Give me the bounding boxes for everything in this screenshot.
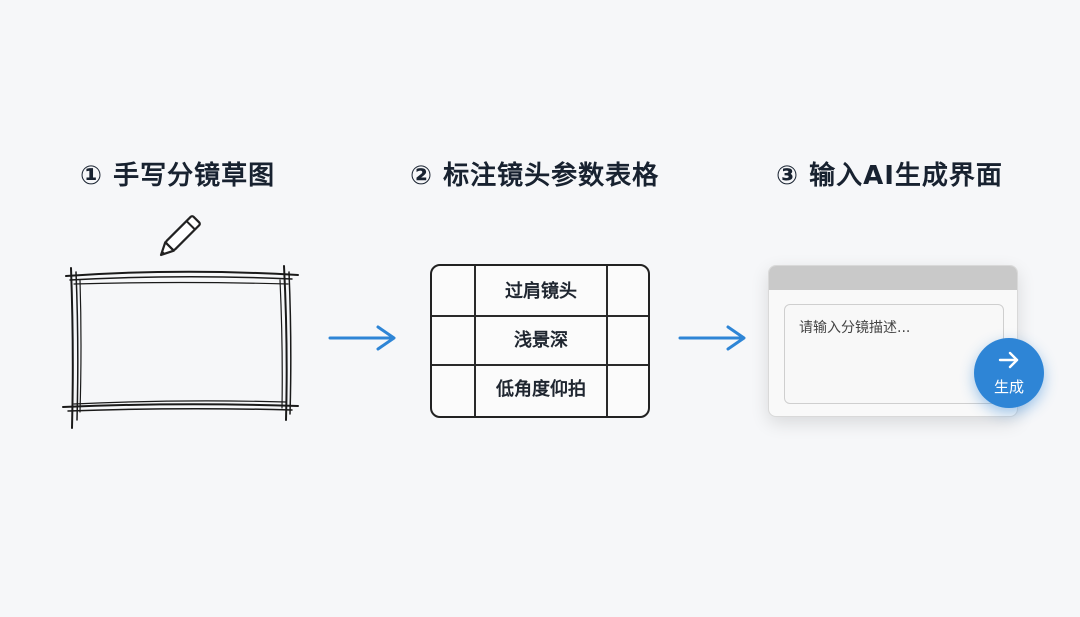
storyboard-description-input[interactable]: 请输入分镜描述... bbox=[784, 304, 1004, 404]
generate-button[interactable]: 生成 bbox=[974, 338, 1044, 408]
step-1-title: ① 手写分镜草图 bbox=[80, 161, 276, 191]
table-divider bbox=[474, 266, 476, 416]
generate-button-label: 生成 bbox=[993, 378, 1024, 396]
step-3-title: ③ 输入AI生成界面 bbox=[776, 161, 1003, 191]
table-row: 低角度仰拍 bbox=[432, 366, 648, 414]
table-divider bbox=[432, 364, 648, 366]
table-row: 过肩镜头 bbox=[432, 268, 648, 316]
shot-parameter-table: 过肩镜头 浅景深 低角度仰拍 bbox=[430, 264, 650, 418]
table-divider bbox=[606, 266, 608, 416]
sketch-frame bbox=[62, 265, 299, 429]
table-cell-depth-of-field: 浅景深 bbox=[514, 330, 568, 351]
pencil-icon bbox=[159, 215, 201, 257]
step-2-title: ② 标注镜头参数表格 bbox=[410, 161, 660, 191]
window-titlebar bbox=[769, 266, 1017, 290]
table-cell-camera-angle: 低角度仰拍 bbox=[496, 379, 586, 400]
table-divider bbox=[432, 315, 648, 317]
table-row: 浅景深 bbox=[432, 317, 648, 365]
table-cell-shot-type: 过肩镜头 bbox=[505, 281, 577, 302]
ai-generate-window: 请输入分镜描述... bbox=[768, 265, 1018, 417]
arrow-right-icon bbox=[328, 325, 396, 351]
arrow-right-icon bbox=[998, 351, 1019, 369]
input-placeholder: 请输入分镜描述... bbox=[799, 320, 911, 336]
arrow-right-icon bbox=[678, 325, 746, 351]
